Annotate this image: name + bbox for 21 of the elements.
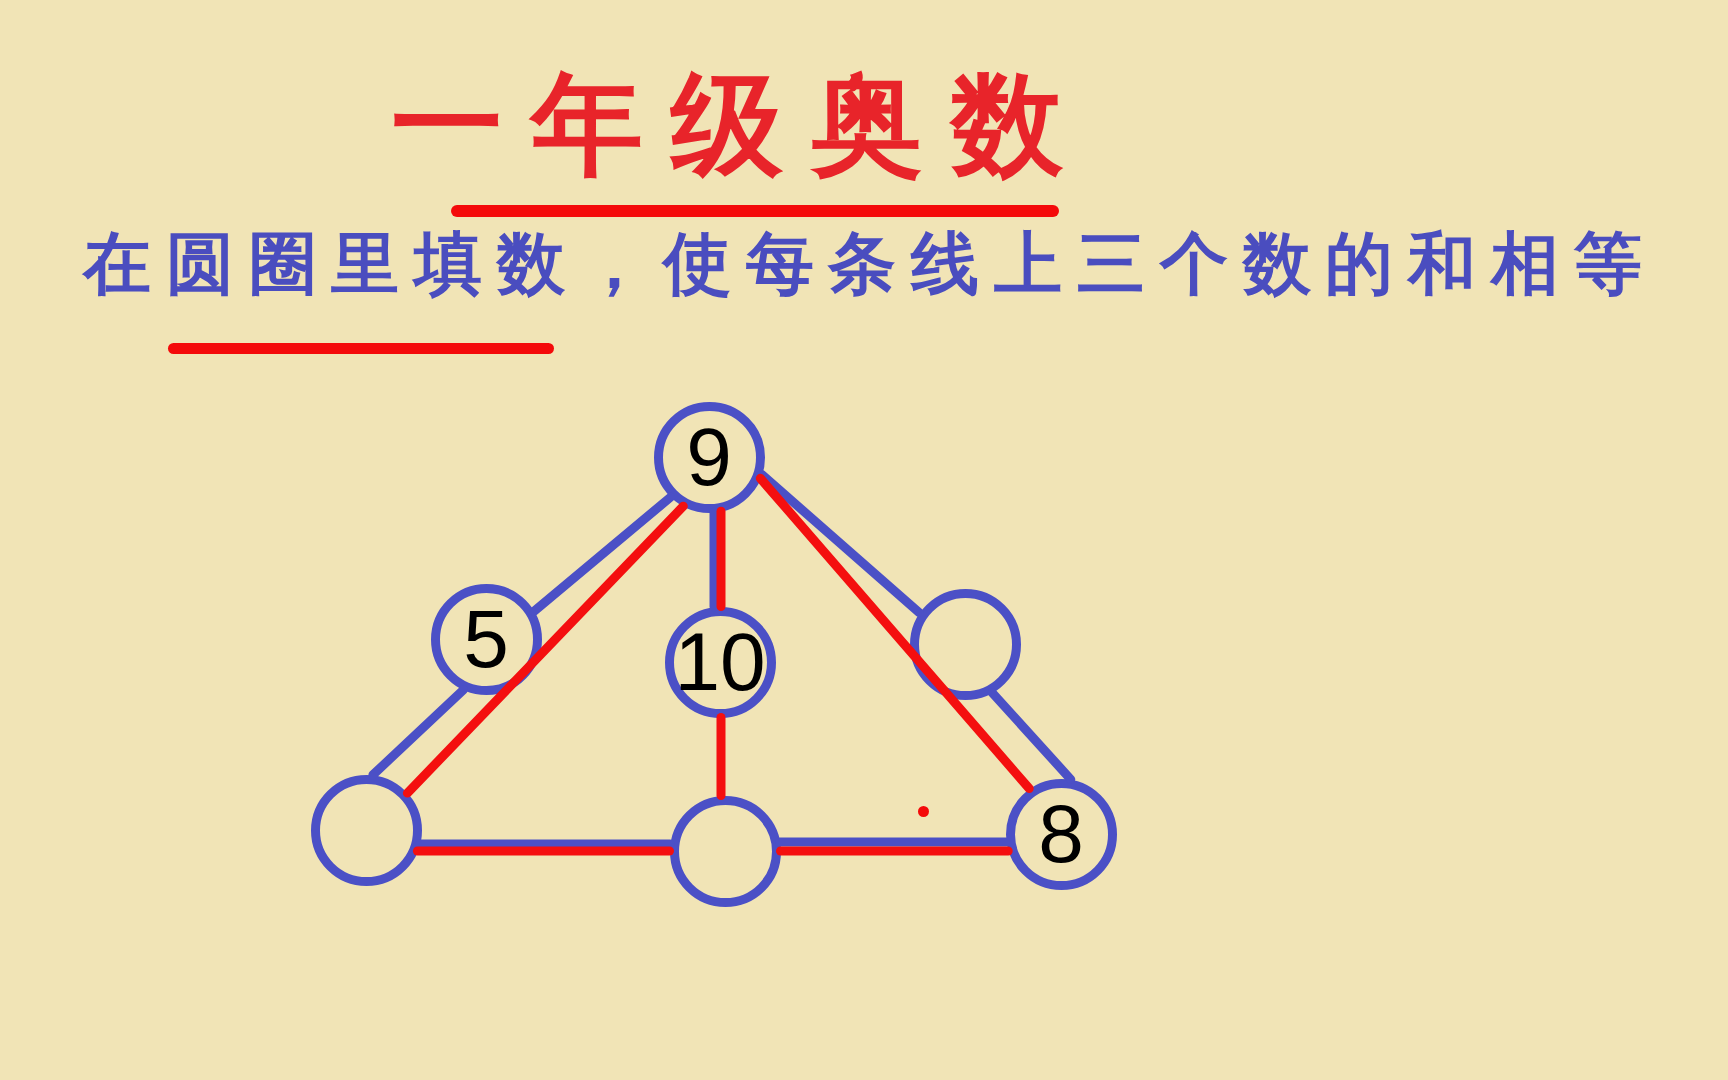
number-circle <box>664 606 776 718</box>
number-label: 5 <box>463 598 509 680</box>
connector-line <box>776 846 1013 856</box>
number-label: 10 <box>674 621 766 703</box>
connector-line <box>716 506 726 611</box>
connector-line <box>529 492 676 616</box>
connector-line <box>412 846 674 856</box>
title: 一年级奥数 <box>391 62 1063 186</box>
number-circle <box>653 401 765 513</box>
instruction-text: 在圆圈里填数，使每条线上三个数的和相等 <box>83 226 1642 301</box>
connector-line <box>987 688 1076 784</box>
answer-circle <box>669 795 781 907</box>
number-label: 8 <box>1038 793 1084 875</box>
number-circle <box>430 583 542 695</box>
number-label: 9 <box>686 416 732 498</box>
answer-circle <box>909 588 1021 700</box>
answer-circle <box>310 774 422 886</box>
connector-line <box>402 501 688 798</box>
connector-line <box>716 713 726 801</box>
number-circle <box>1005 778 1117 890</box>
connector-line <box>755 473 1034 793</box>
